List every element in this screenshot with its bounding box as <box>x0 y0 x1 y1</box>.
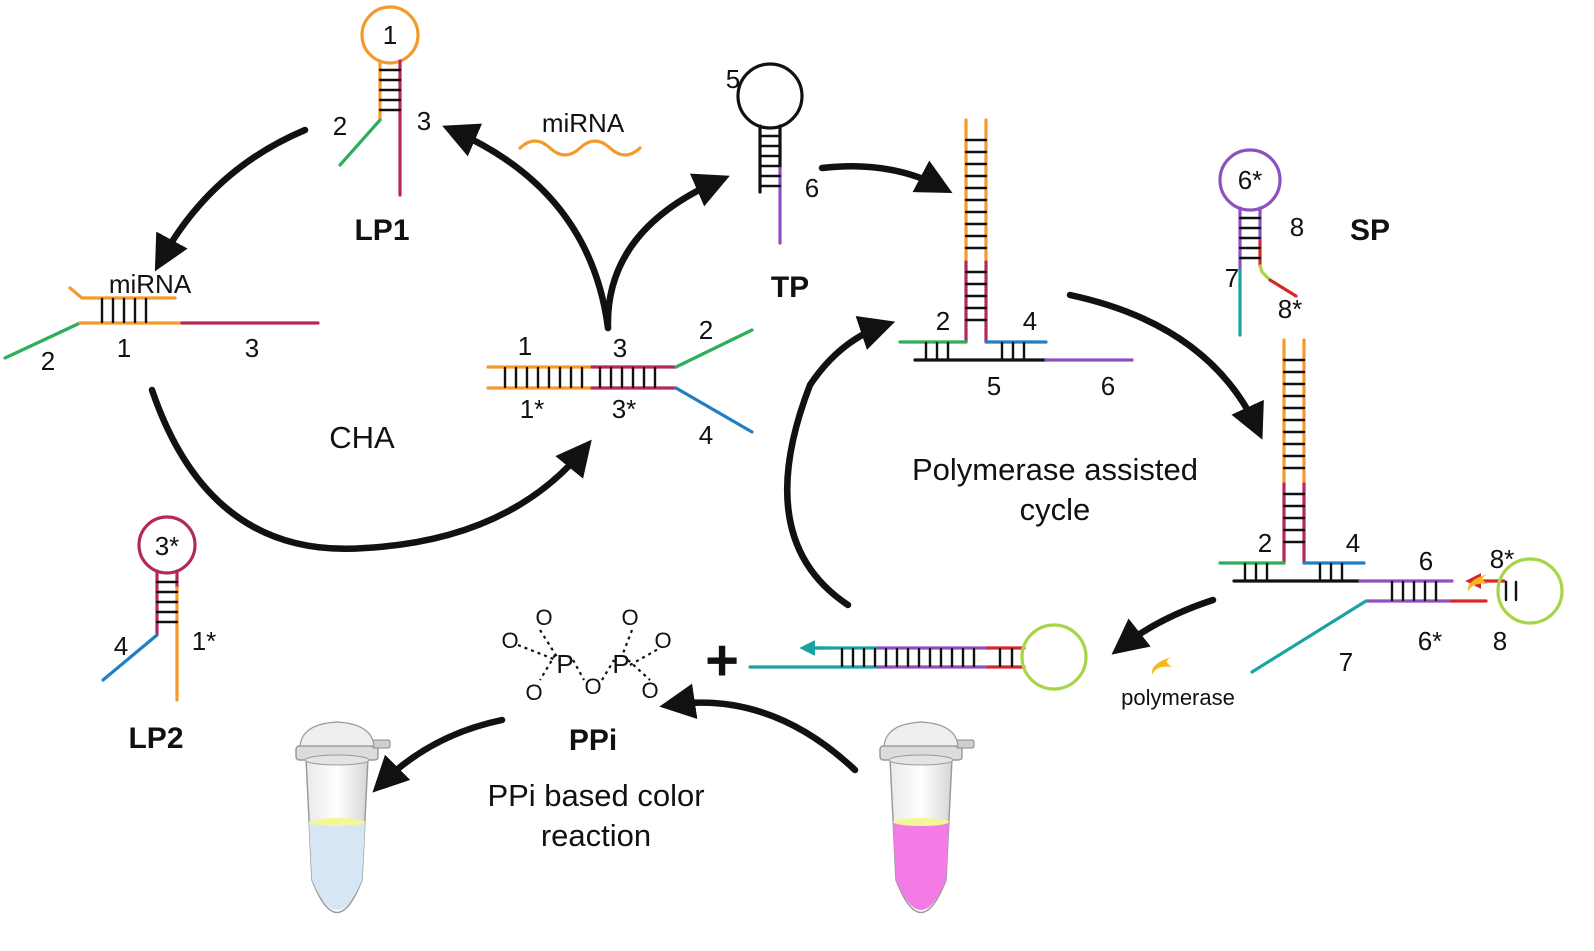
lp2-domain-1s: 1* <box>192 626 217 656</box>
lp1-hairpin <box>338 5 420 197</box>
ppi-o6: O <box>654 628 671 653</box>
polymerase-cycle-line1: Polymerase assisted <box>912 452 1198 487</box>
lp1-title: LP1 <box>354 214 409 247</box>
cx-domain-6: 6 <box>1419 546 1433 576</box>
polymerase-glyph-bound <box>1467 574 1488 592</box>
int-domain-1: 1 <box>117 333 131 363</box>
mirna-strand <box>518 139 642 157</box>
tp-title: TP <box>771 271 809 304</box>
sp-hairpin <box>1218 148 1298 337</box>
arrow-intermediate-to-duplex <box>148 386 592 553</box>
lp1-domain-3: 3 <box>417 106 431 136</box>
sp-loop-label: 6* <box>1238 165 1263 195</box>
dup-domain-1: 1 <box>518 331 532 361</box>
lp1-lp2-duplex <box>486 328 754 434</box>
tc-domain-2: 2 <box>936 306 950 336</box>
plus-sign: + <box>705 628 739 693</box>
dup-domain-1s: 1* <box>520 394 545 424</box>
ppi-o1: O <box>535 605 552 630</box>
int-domain-3: 3 <box>245 333 259 363</box>
cx-domain-2: 2 <box>1258 528 1272 558</box>
arrow-duplex-to-lp1 <box>442 123 612 332</box>
tc-domain-6: 6 <box>1101 371 1115 401</box>
arrow-duplex-to-tp <box>604 173 730 332</box>
dup-domain-3: 3 <box>613 333 627 363</box>
lp1-loop-label: 1 <box>383 20 397 50</box>
int-domain-2: 2 <box>41 346 55 376</box>
ppi-o3: O <box>525 680 542 705</box>
polymerase-glyph <box>1151 657 1172 675</box>
cx-domain-6s: 6* <box>1418 626 1443 656</box>
arrow-cycle-return <box>784 315 896 609</box>
ppi-structure <box>517 629 661 681</box>
process-arrows <box>148 123 1264 793</box>
tp-complex <box>898 118 1134 362</box>
sp-complex <box>1218 338 1564 674</box>
product-duplex <box>748 623 1088 691</box>
polymerase-label: polymerase <box>1121 685 1235 710</box>
arrow-complex-to-sp-complex <box>1066 291 1264 440</box>
tp-hairpin <box>736 62 804 245</box>
mirna-label: miRNA <box>542 108 625 138</box>
color-reaction-line2: reaction <box>541 818 651 853</box>
tp-domain-6: 6 <box>805 173 819 203</box>
ppi-o4: O <box>584 674 601 699</box>
arrow-ppi-to-blue-tube <box>372 716 506 793</box>
sp-title: SP <box>1350 214 1390 247</box>
ppi-p2: P <box>612 649 629 679</box>
dup-domain-2: 2 <box>699 315 713 345</box>
arrow-tp-to-complex <box>818 160 953 194</box>
ppi-o5: O <box>621 605 638 630</box>
color-reaction-line1: PPi based color <box>487 778 704 813</box>
tc-domain-4: 4 <box>1023 306 1037 336</box>
polymerase-cycle-line2: cycle <box>1020 492 1091 527</box>
tc-domain-5: 5 <box>987 371 1001 401</box>
lp2-domain-4: 4 <box>114 631 128 661</box>
arrow-pink-tube-to-ppi <box>659 683 859 774</box>
lp2-hairpin <box>101 515 197 702</box>
ppi-title: PPi <box>569 724 617 757</box>
tp-domain-5: 5 <box>726 64 740 94</box>
ppi-o2: O <box>501 628 518 653</box>
cx-domain-7: 7 <box>1339 647 1353 677</box>
dup-domain-4: 4 <box>699 420 713 450</box>
lp2-loop-label: 3* <box>155 531 180 561</box>
sp-domain-8s: 8* <box>1278 294 1303 324</box>
ppi-atoms: P P O O O O O O O <box>501 605 671 705</box>
tube-blue <box>295 721 391 913</box>
arrow-sp-complex-to-product <box>1111 596 1217 655</box>
arrow-lp1-to-intermediate <box>154 126 309 272</box>
mirna-bound-label: miRNA <box>109 269 192 299</box>
cx-domain-8s: 8* <box>1490 544 1515 574</box>
lp1-domain-2: 2 <box>333 111 347 141</box>
lp2-title: LP2 <box>128 722 183 755</box>
cha-label: CHA <box>329 420 395 455</box>
sp-domain-7: 7 <box>1225 263 1239 293</box>
ppi-o7: O <box>641 678 658 703</box>
dup-domain-3s: 3* <box>612 394 637 424</box>
cx-domain-8: 8 <box>1493 626 1507 656</box>
intermediate-complex <box>3 286 320 360</box>
ppi-p1: P <box>556 649 573 679</box>
sp-domain-8: 8 <box>1290 212 1304 242</box>
tube-pink <box>879 721 975 913</box>
cx-domain-4: 4 <box>1346 528 1360 558</box>
labels: 1 2 3 LP1 miRNA miRNA 2 1 3 CHA 1 3 1* 3… <box>41 20 1515 853</box>
